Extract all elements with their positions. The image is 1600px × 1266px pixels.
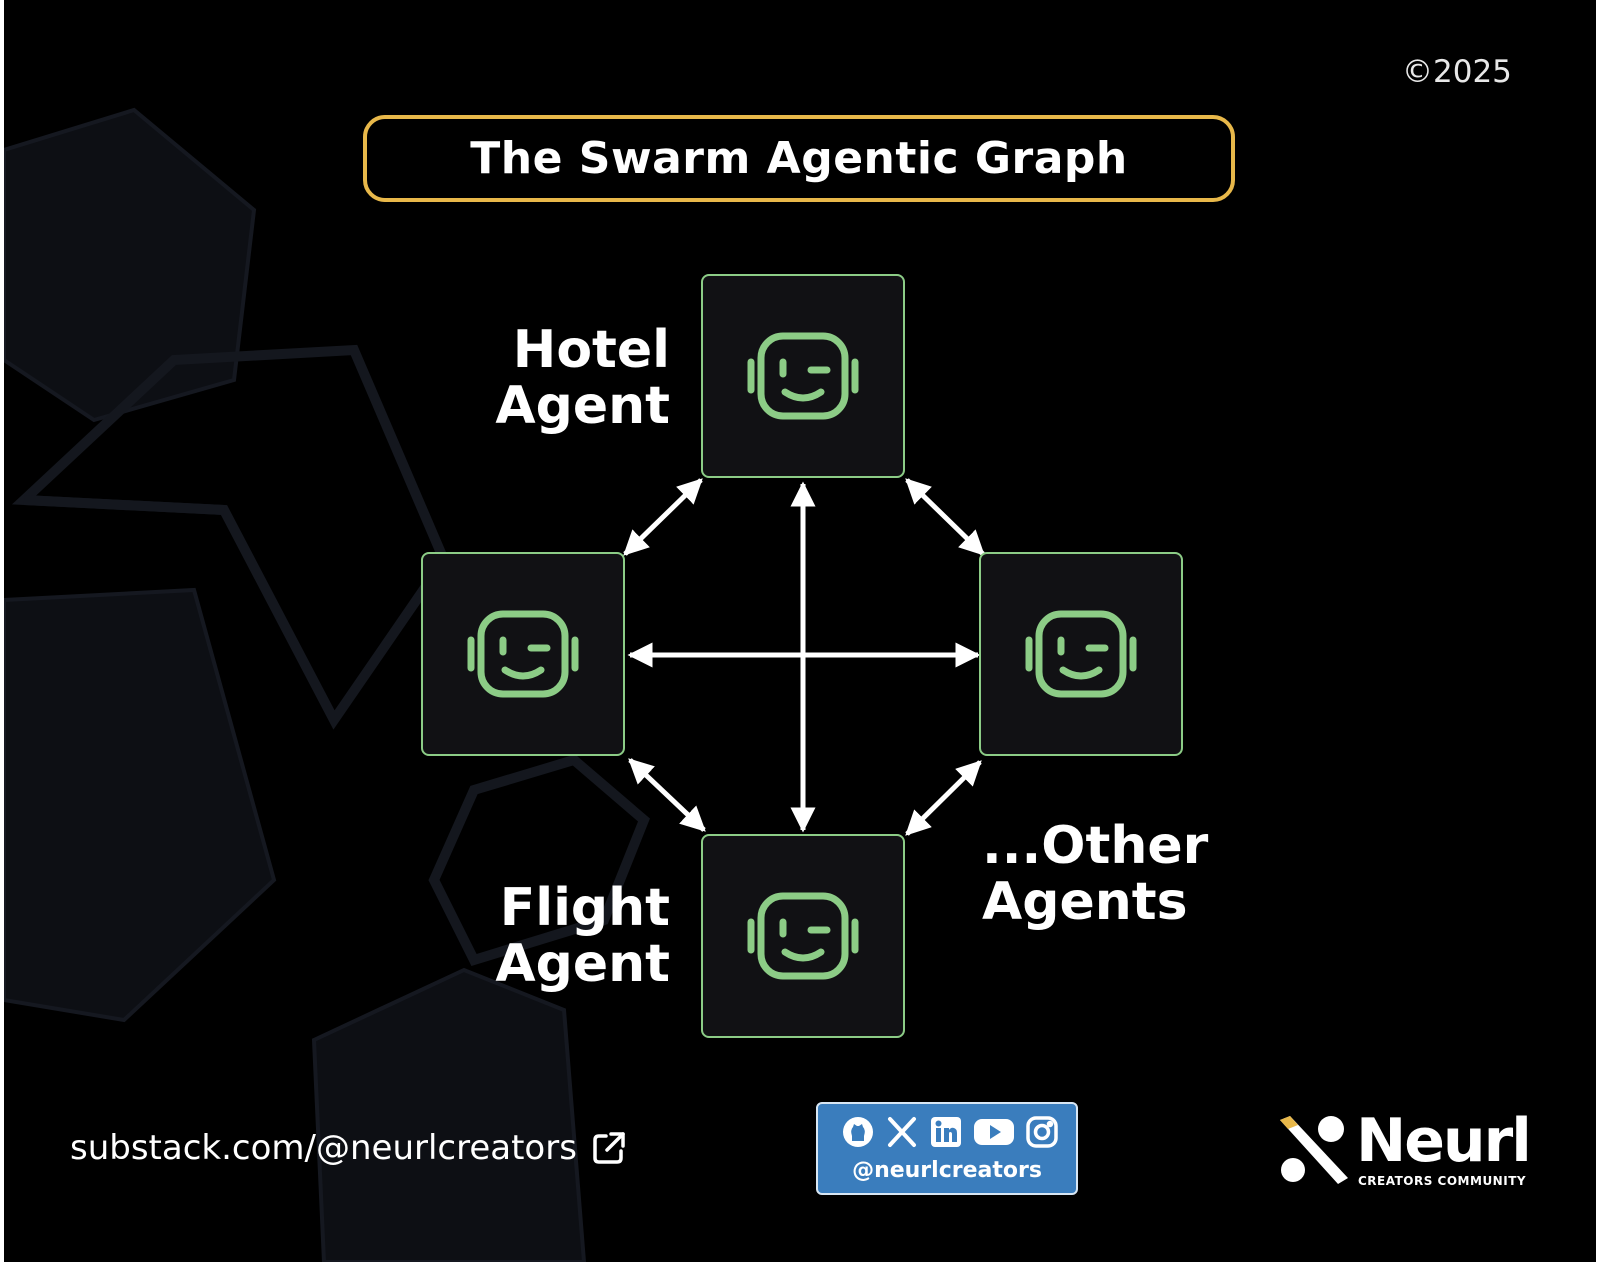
label-line: Agent bbox=[495, 934, 670, 994]
social-handle[interactable]: @neurlcreators bbox=[852, 1158, 1042, 1183]
edge-left-flight bbox=[628, 758, 706, 832]
linkedin-icon[interactable] bbox=[928, 1114, 964, 1150]
neurl-logo: Neurl CREATORS COMMUNITY bbox=[1276, 1106, 1538, 1192]
label-line: ...Other bbox=[982, 816, 1209, 876]
substack-url[interactable]: substack.com/@neurlcreators bbox=[70, 1128, 577, 1168]
slide-canvas: ©2025 The Swarm Agentic Graph bbox=[4, 0, 1596, 1262]
label-line: Agent bbox=[495, 376, 670, 436]
youtube-icon[interactable] bbox=[972, 1114, 1016, 1150]
robot-icon bbox=[747, 332, 859, 420]
label-line: Hotel bbox=[512, 320, 670, 380]
agent-node-hotel[interactable] bbox=[701, 274, 905, 478]
brand-tagline: CREATORS COMMUNITY bbox=[1358, 1174, 1527, 1188]
hotel-agent-label: Hotel Agent bbox=[495, 322, 670, 434]
x-icon[interactable] bbox=[884, 1114, 920, 1150]
brand-name: Neurl bbox=[1356, 1106, 1532, 1176]
agent-graph-edges bbox=[623, 478, 985, 836]
robot-icon bbox=[467, 610, 579, 698]
label-line: Flight bbox=[499, 878, 670, 938]
github-icon[interactable] bbox=[840, 1114, 876, 1150]
robot-icon bbox=[747, 892, 859, 980]
flight-agent-label: Flight Agent bbox=[495, 880, 670, 992]
robot-icon bbox=[1025, 610, 1137, 698]
other-agents-label: ...Other Agents bbox=[982, 818, 1208, 930]
agent-node-flight[interactable] bbox=[701, 834, 905, 1038]
instagram-icon[interactable] bbox=[1024, 1114, 1060, 1150]
social-card[interactable]: @neurlcreators bbox=[816, 1102, 1078, 1195]
copyright-text: ©2025 bbox=[1402, 54, 1512, 90]
agent-node-right[interactable] bbox=[979, 552, 1183, 756]
agent-node-left[interactable] bbox=[421, 552, 625, 756]
diagram-title: The Swarm Agentic Graph bbox=[470, 133, 1128, 184]
edge-flight-right bbox=[905, 760, 982, 836]
neurl-mark-icon bbox=[1280, 1116, 1348, 1184]
label-line: Agents bbox=[982, 872, 1188, 932]
background-cubes bbox=[4, 107, 650, 1262]
substack-link[interactable]: substack.com/@neurlcreators bbox=[70, 1128, 627, 1168]
social-icons-row bbox=[840, 1114, 1060, 1150]
title-banner: The Swarm Agentic Graph bbox=[363, 115, 1235, 202]
external-link-icon bbox=[593, 1132, 625, 1164]
edge-hotel-left bbox=[623, 478, 703, 556]
edge-hotel-right bbox=[905, 478, 985, 556]
